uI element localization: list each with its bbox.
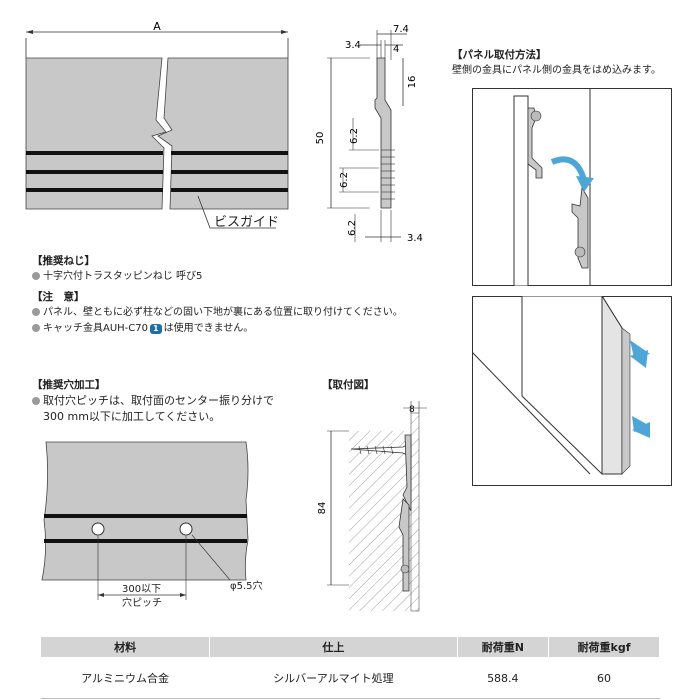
bullet-icon xyxy=(32,308,40,316)
dim-84: 84 xyxy=(317,502,328,515)
dim-a-label: A xyxy=(153,20,161,33)
panel-method-title: 【パネル取付方法】 xyxy=(452,49,547,61)
caution-item1: パネル、壁ともに必ず柱などの固い下地が裏にある位置に取り付けてください。 xyxy=(32,306,403,319)
spec-table-header: 材料 仕上 耐荷重N 耐荷重kgf xyxy=(39,636,660,658)
dim-16: 16 xyxy=(407,76,418,89)
profile-section-view: 3.4 7.4 4 50 16 6.2 6.2 6.2 3.4 xyxy=(315,24,423,244)
spec-table: 材料 仕上 耐荷重N 耐荷重kgf アルミニウム合金 シルバーアルマイト処理 5… xyxy=(39,636,660,699)
hole-processing-line1: 取付穴ピッチは、取付面のセンター振り分けで xyxy=(32,394,274,407)
recommended-screw-title: 【推奨ねじ】 xyxy=(32,255,95,267)
dim-6-2-a: 6.2 xyxy=(349,128,360,144)
header-load-kgf: 耐荷重kgf xyxy=(548,636,660,658)
cell-material: アルミニウム合金 xyxy=(40,657,210,699)
rail-right-piece xyxy=(157,57,289,210)
panel-method-step1 xyxy=(472,88,672,286)
hole-processing-view xyxy=(41,441,249,600)
bullet-icon xyxy=(32,272,40,280)
profile-shape xyxy=(374,57,392,209)
panel-method-step2 xyxy=(472,296,672,486)
header-load-n: 耐荷重N xyxy=(456,636,550,658)
dim-3-4-bottom: 3.4 xyxy=(407,233,423,244)
rail-front-view: A xyxy=(25,20,289,229)
panel-bracket xyxy=(571,186,589,269)
cell-load-n: 588.4 xyxy=(457,657,549,699)
profile-teeth xyxy=(381,149,395,200)
dim-6-2-c: 6.2 xyxy=(347,220,358,236)
mounting-title: 【取付図】 xyxy=(322,379,375,391)
bullet-icon xyxy=(32,324,40,332)
catch-badge: 1 xyxy=(150,324,162,334)
rail-left-piece xyxy=(25,57,167,210)
header-material: 材料 xyxy=(39,636,211,658)
recommended-screw-item: 十字穴付トラスタッピンねじ 呼び5 xyxy=(32,270,202,283)
dim-3-4-top: 3.4 xyxy=(345,40,361,51)
screw-guide-label: ビスガイド xyxy=(214,215,280,230)
dim-4: 4 xyxy=(393,44,399,55)
mounting-view: 8 84 xyxy=(317,401,427,612)
header-finish: 仕上 xyxy=(209,636,458,658)
dim-7-4: 7.4 xyxy=(393,24,409,35)
hole-diameter-label: φ5.5穴 xyxy=(230,581,263,592)
cell-load-kgf: 60 xyxy=(548,657,660,699)
panel-edge-bracket xyxy=(621,327,631,475)
pitch-label-1: 300以下 xyxy=(122,584,162,595)
hole-processing-title: 【推奨穴加工】 xyxy=(32,379,106,391)
table-row: アルミニウム合金 シルバーアルマイト処理 588.4 60 xyxy=(40,657,660,699)
dim-8: 8 xyxy=(409,405,415,415)
pitch-label-2: 穴ピッチ xyxy=(122,598,162,609)
rail-grooves xyxy=(26,151,288,192)
hole-rail-body xyxy=(41,441,249,581)
mount-hole-1 xyxy=(91,522,105,536)
hole-processing-line2: 300 mm以下に加工してください。 xyxy=(43,410,221,423)
wall xyxy=(410,412,420,612)
mount-hole-2 xyxy=(179,522,193,536)
bullet-icon xyxy=(32,397,40,405)
cell-finish: シルバーアルマイト処理 xyxy=(209,657,458,699)
dim-6-2-b: 6.2 xyxy=(339,172,350,188)
dim-50: 50 xyxy=(315,132,326,145)
caution-title: 【注 意】 xyxy=(32,291,85,303)
panel-method-desc: 壁側の金具にパネル側の金具をはめ込みます。 xyxy=(452,65,661,76)
insert-arrow xyxy=(550,156,587,181)
